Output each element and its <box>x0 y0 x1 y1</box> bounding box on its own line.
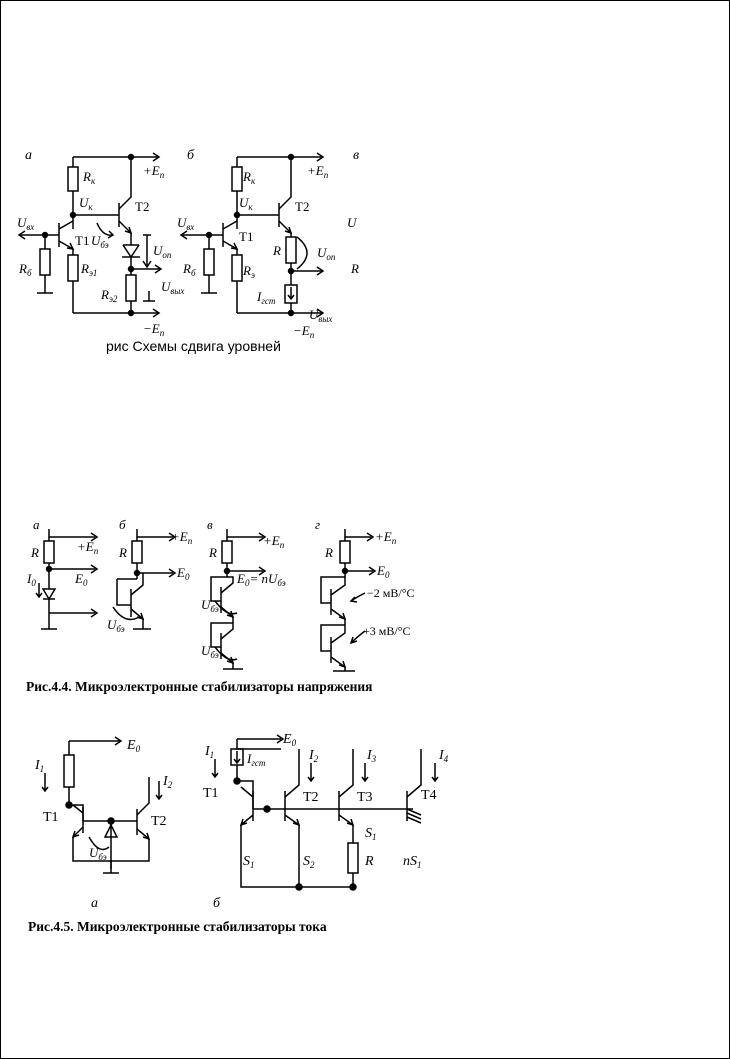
current-stabilizer-schematic: E0 I1 T1 T2 I2 Uбэ а E0 I1 <box>34 732 449 911</box>
supply-plus-label-a: +Eп <box>143 163 165 180</box>
ep-label-44a: +Eп <box>77 539 99 556</box>
supply-minus-label-a: −Eп <box>143 321 165 338</box>
panel-label-b: б <box>187 148 195 163</box>
i0-label-44a: I0 <box>26 571 36 588</box>
ep-label-44c: +Eп <box>263 533 285 550</box>
e0-label-45b: E0 <box>282 732 297 748</box>
i1-label-45a: I1 <box>34 758 44 774</box>
i2-label-45a: I2 <box>162 774 173 790</box>
r-label-45b: R <box>364 854 374 869</box>
re2-label-a: Rэ2 <box>100 287 118 304</box>
ns1-label-45b: nS1 <box>403 854 422 870</box>
rk-label-a: Rк <box>82 169 96 186</box>
re-label-b: Rэ <box>242 263 255 280</box>
i3-label-45b: I3 <box>366 748 377 764</box>
re1-label-a: Rэ1 <box>80 261 97 278</box>
supply-minus-label-b: −Eп <box>293 323 315 340</box>
panel-label-45a: а <box>91 896 98 911</box>
t1-label-a: T1 <box>75 233 89 248</box>
t1-label-45a: T1 <box>43 810 59 825</box>
temp-coef-2-44d: +3 мВ/°C <box>363 624 411 638</box>
t1-label-b: T1 <box>239 229 253 244</box>
rb-label-a: Rб <box>18 261 32 278</box>
r-label-c: R <box>350 261 359 276</box>
panel-label-c: в <box>353 148 359 163</box>
r-label-44a: R <box>30 545 39 560</box>
ube-label-44c-1: Uбэ <box>201 597 219 614</box>
t1-label-45b: T1 <box>203 786 219 801</box>
uvyx-label-a: Uвых <box>161 279 184 296</box>
uk-label-b: Uк <box>239 195 253 212</box>
ube-label-44c-2: Uбэ <box>201 643 219 660</box>
panel-label-a: а <box>25 148 32 163</box>
i1-label-45b: I1 <box>204 744 214 760</box>
ube-label-a: Uбэ <box>91 233 109 250</box>
e0-label-45a: E0 <box>126 738 141 754</box>
r-label-b: R <box>272 243 281 258</box>
igst-label-45b: Iгст <box>246 751 266 768</box>
i4-label-45b: I4 <box>438 748 449 764</box>
uvx-label-a: Uвх <box>17 215 34 232</box>
panel-label-44a: а <box>33 517 40 532</box>
r-label-44b: R <box>118 545 127 560</box>
t2-label-45a: T2 <box>151 814 167 829</box>
uop-label-a: Uоп <box>153 243 172 260</box>
level-shift-schematic: а б в +Eп Rк Uк T2 T1 Uвх <box>17 148 359 340</box>
uop-label-b: Uоп <box>317 245 336 262</box>
panel-label-44b: б <box>119 517 126 532</box>
s1-label-45b-t3: S1 <box>365 826 377 842</box>
t2-label-a: T2 <box>135 199 149 214</box>
ep-label-44b: +Eп <box>171 529 193 546</box>
temp-coef-1-44d: −2 мВ/°C <box>367 586 415 600</box>
ube-label-45a: Uбэ <box>89 845 107 862</box>
e0-nube-label-44c: E0= nUбэ <box>236 571 286 588</box>
r-label-44c: R <box>208 545 217 560</box>
rk-label-b: Rк <box>242 169 256 186</box>
e0-label-44b: E0 <box>176 565 190 582</box>
s1-label-45b-t1: S1 <box>243 854 255 870</box>
supply-plus-label-b: +Eп <box>307 163 329 180</box>
voltage-stabilizer-schematic: а б в г +Eп R E0 I0 +Eп R E0 Uбэ <box>26 517 415 672</box>
ep-label-44d: +Eп <box>375 529 397 546</box>
t2-label-b: T2 <box>295 199 309 214</box>
r-label-44d: R <box>324 545 333 560</box>
panel-label-44c: в <box>207 517 213 532</box>
fig1-caption: рис Схемы сдвига уровней <box>106 338 281 354</box>
s2-label-45b: S2 <box>303 854 315 870</box>
e0-label-44d: E0 <box>376 563 390 580</box>
i2-label-45b: I2 <box>308 748 319 764</box>
panel-label-45b: б <box>213 896 221 911</box>
uvx-label-c: U <box>347 215 358 230</box>
t4-label-45b: T4 <box>421 788 437 803</box>
e0-label-44a: E0 <box>74 571 88 588</box>
ube-label-44b: Uбэ <box>107 617 125 634</box>
igst-label-b: Iгст <box>256 289 276 306</box>
t3-label-45b: T3 <box>357 790 373 805</box>
rb-label-b: Rб <box>182 261 196 278</box>
uvyx-label-b: Uвых <box>309 307 332 324</box>
t2-label-45b: T2 <box>303 790 319 805</box>
uvx-label-b: Uвх <box>177 215 194 232</box>
fig45-caption: Рис.4.5. Микроэлектронные стабилизаторы … <box>28 919 327 934</box>
uk-label-a: Uк <box>79 195 93 212</box>
panel-label-44d: г <box>315 517 320 532</box>
fig44-caption: Рис.4.4. Микроэлектронные стабилизаторы … <box>26 679 373 694</box>
